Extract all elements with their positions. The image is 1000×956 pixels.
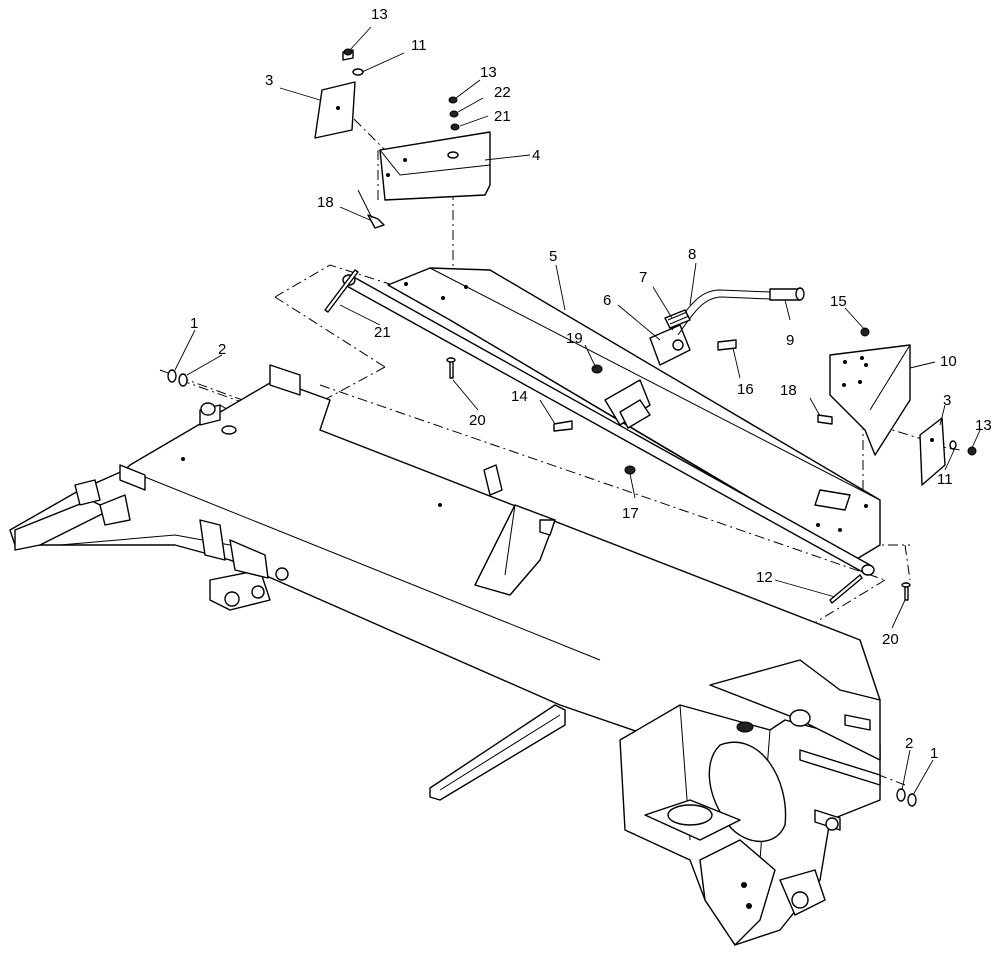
hardware xyxy=(167,269,917,807)
callout-18-right: 18 xyxy=(780,382,797,399)
callout-4: 4 xyxy=(532,147,540,164)
callout-1-left: 1 xyxy=(190,315,198,332)
callout-5: 5 xyxy=(549,248,557,265)
callout-9: 9 xyxy=(786,332,794,349)
upper-bracket-group xyxy=(314,48,491,229)
callout-18-left: 18 xyxy=(317,194,334,211)
callout-13-right: 13 xyxy=(975,417,992,434)
callout-12: 12 xyxy=(756,569,773,586)
gearbox-housing xyxy=(619,659,881,946)
callout-11-top: 11 xyxy=(411,37,427,54)
callout-19: 19 xyxy=(566,330,583,347)
callout-3-top: 3 xyxy=(265,72,273,89)
callout-10: 10 xyxy=(940,353,957,370)
callout-7: 7 xyxy=(639,269,647,286)
callout-13-top: 13 xyxy=(371,6,388,23)
callout-3-right: 3 xyxy=(943,392,951,409)
leader-lines xyxy=(174,26,981,796)
callout-8: 8 xyxy=(688,246,696,263)
lever-assembly xyxy=(553,287,805,432)
callout-14: 14 xyxy=(511,388,528,405)
callout-6: 6 xyxy=(603,292,611,309)
callout-1-right: 1 xyxy=(930,745,938,762)
callout-15: 15 xyxy=(830,293,847,310)
right-bracket-group xyxy=(817,327,977,486)
callout-22: 22 xyxy=(494,84,511,101)
callout-20-left: 20 xyxy=(469,412,486,429)
callout-2-left: 2 xyxy=(218,341,226,358)
callout-20-right: 20 xyxy=(882,631,899,648)
callout-13-upper: 13 xyxy=(480,64,497,81)
callout-16: 16 xyxy=(737,381,754,398)
callout-21-upper: 21 xyxy=(494,108,511,125)
main-frame xyxy=(9,364,881,801)
callout-labels: 13 11 3 13 22 21 4 18 5 8 7 6 9 15 10 19… xyxy=(190,6,992,762)
callout-11-right: 11 xyxy=(937,471,953,488)
callout-2-right: 2 xyxy=(905,735,913,752)
callout-17: 17 xyxy=(622,505,639,522)
callout-21-lower: 21 xyxy=(374,324,391,341)
